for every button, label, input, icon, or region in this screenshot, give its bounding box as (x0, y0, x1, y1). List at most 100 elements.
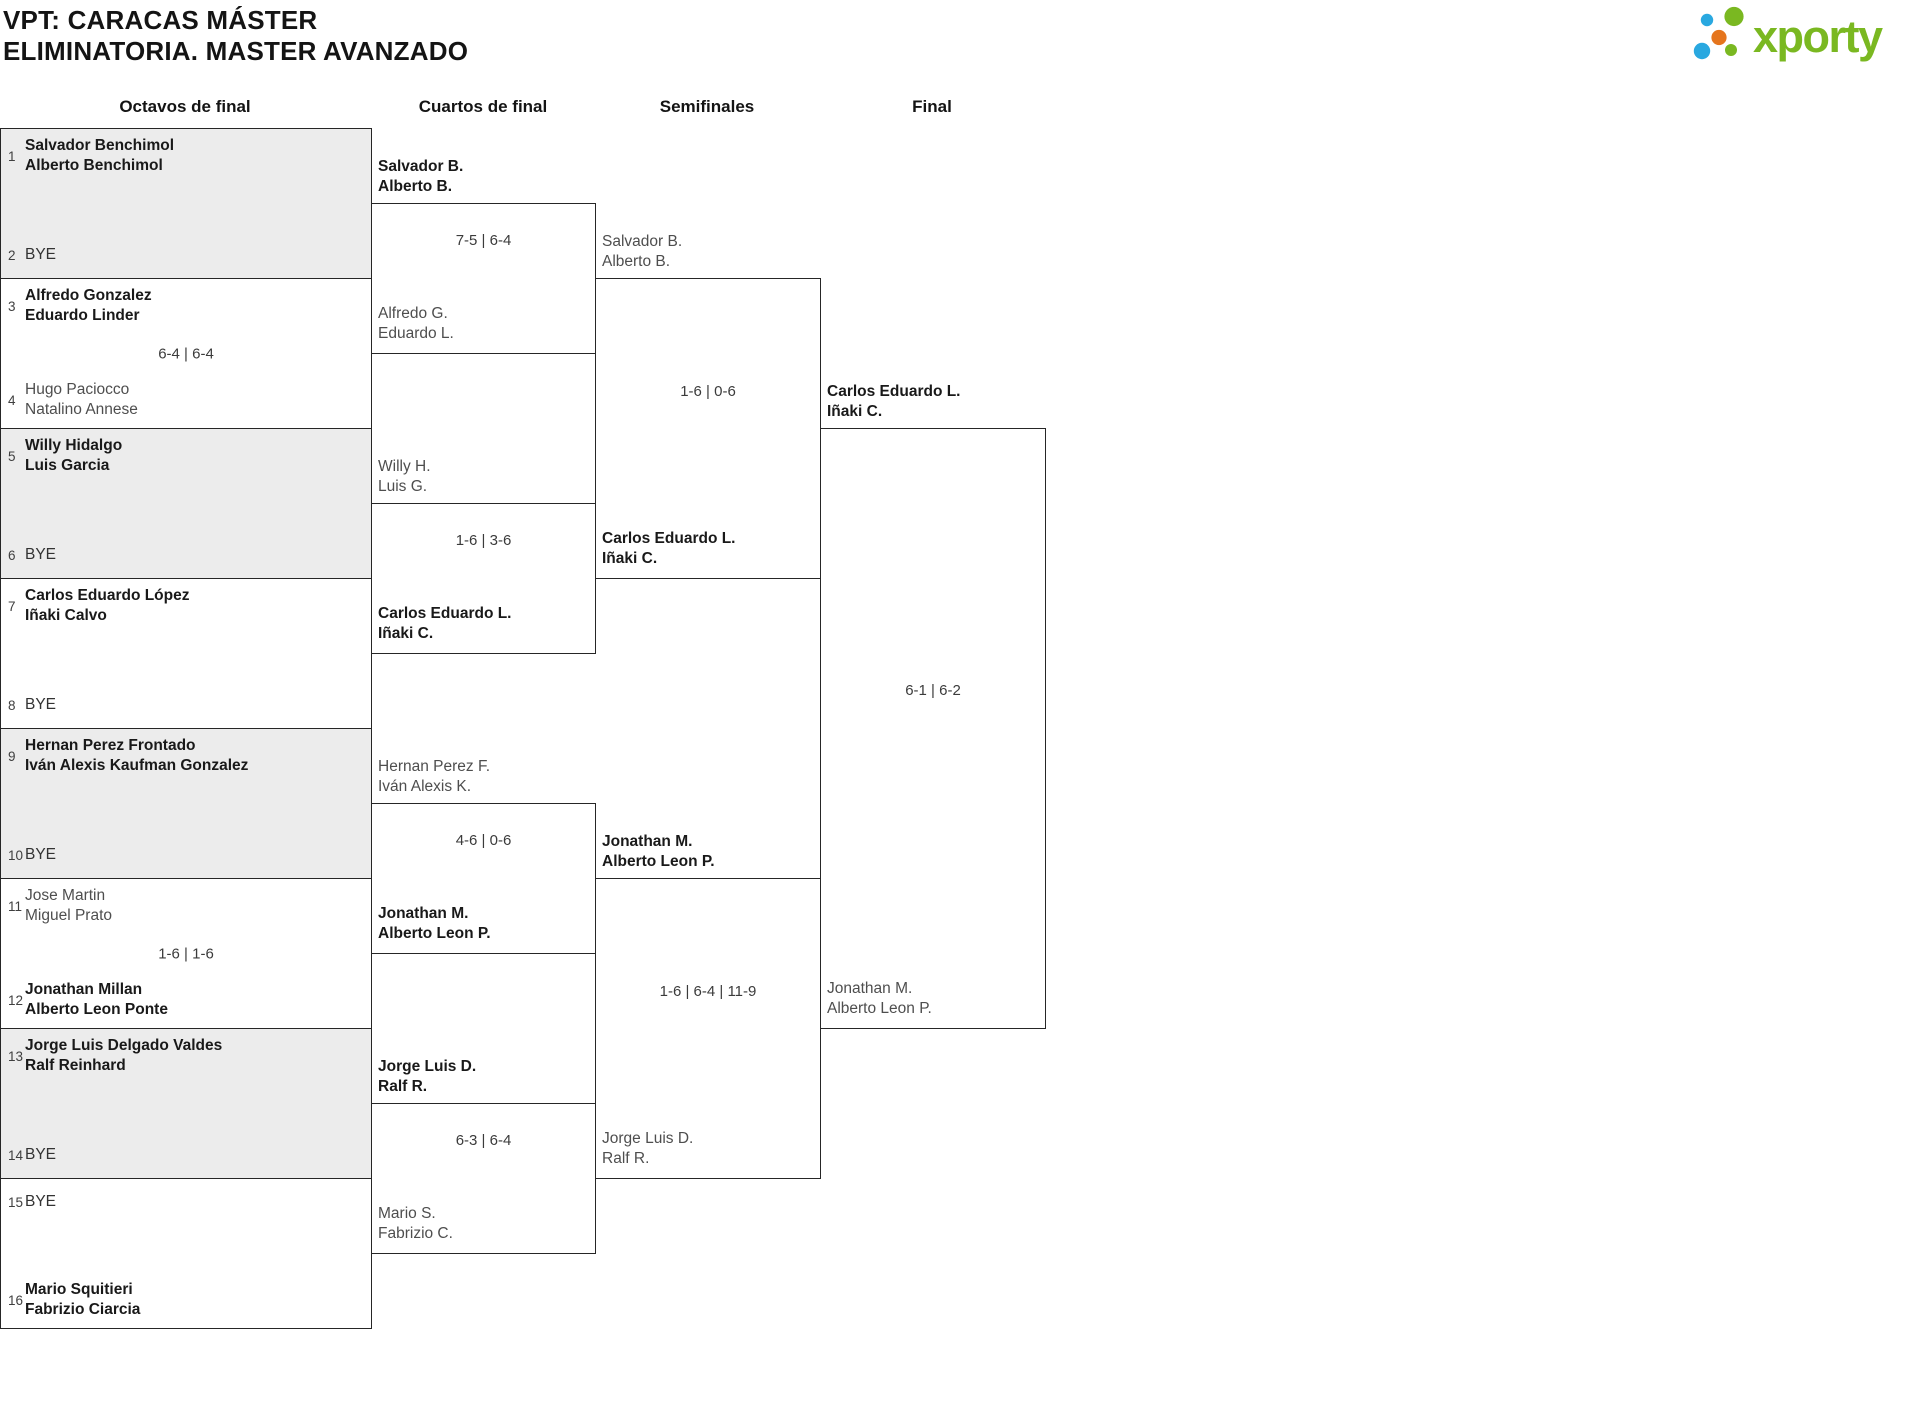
r16-match-2: 3 Alfredo Gonzalez Eduardo Linder 6-4 | … (0, 278, 372, 429)
team-name-line: Mario S. (378, 1205, 436, 1222)
team-entry[interactable]: 10 BYE (1, 846, 371, 864)
team-name-line: Salvador B. (602, 233, 683, 250)
team-entry[interactable]: Carlos Eduardo L. Iñaki C. (378, 604, 512, 644)
team-entry[interactable]: 1 Salvador Benchimol Alberto Benchimol (1, 136, 371, 176)
match-score: 6-4 | 6-4 (158, 345, 214, 362)
team-name-line: Iván Alexis Kaufman Gonzalez (25, 757, 249, 774)
seed-label: 9 (8, 748, 16, 764)
team-entry[interactable]: 13 Jorge Luis Delgado Valdes Ralf Reinha… (1, 1036, 371, 1076)
r16-match-8: 15 BYE 16 Mario Squitieri Fabrizio Ciarc… (0, 1178, 372, 1329)
team-name-line: Hugo Paciocco (25, 381, 130, 398)
team-name-line: Salvador B. (378, 158, 464, 175)
team-entry[interactable]: Jonathan M. Alberto Leon P. (602, 832, 715, 872)
team-entry[interactable]: 16 Mario Squitieri Fabrizio Ciarcia (1, 1280, 371, 1320)
team-name-line: Alberto B. (378, 178, 453, 195)
team-entry[interactable]: 14 BYE (1, 1146, 371, 1164)
team-entry[interactable]: Mario S. Fabrizio C. (378, 1204, 453, 1244)
team-name-line: Alberto B. (602, 253, 671, 270)
seed-label: 3 (8, 298, 16, 314)
team-entry[interactable]: 8 BYE (1, 696, 371, 714)
team-name-line: Ralf R. (602, 1150, 650, 1167)
xporty-logo[interactable]: xporty (1688, 6, 1883, 64)
seed-label: 7 (8, 598, 16, 614)
logo-dots-icon (1693, 6, 1744, 60)
team-name-line: Hernan Perez F. (378, 758, 490, 775)
sf-match-1: Salvador B. Alberto B. 1-6 | 0-6 Carlos … (595, 233, 821, 579)
tournament-name: VPT: CARACAS MÁSTER (3, 5, 318, 35)
team-entry[interactable]: Salvador B. Alberto B. (378, 157, 463, 197)
team-name-line: Alberto Leon P. (378, 925, 491, 942)
bye-label: BYE (25, 246, 57, 263)
team-entry[interactable]: Alfredo G. Eduardo L. (378, 304, 454, 344)
match-score: 1-6 | 1-6 (158, 945, 214, 962)
team-name-line: Carlos Eduardo L. (378, 605, 512, 622)
seed-label: 15 (8, 1194, 24, 1210)
team-entry[interactable]: Carlos Eduardo L. Iñaki C. (827, 382, 961, 422)
team-name-line: Alfredo Gonzalez (25, 287, 152, 304)
team-name-line: Ralf Reinhard (25, 1057, 126, 1074)
team-name-line: Fabrizio C. (378, 1225, 453, 1242)
team-entry[interactable]: Jorge Luis D. Ralf R. (378, 1057, 476, 1097)
match-score: 7-5 | 6-4 (455, 232, 512, 249)
round-header-final: Final (912, 97, 952, 116)
match-score: 1-6 | 0-6 (680, 383, 736, 400)
qf-match-3: Hernan Perez F. Iván Alexis K. 4-6 | 0-6… (371, 758, 596, 954)
team-name-line: Willy Hidalgo (25, 437, 123, 454)
team-name-line: Alberto Leon Ponte (25, 1001, 168, 1018)
bye-label: BYE (25, 546, 57, 563)
team-entry[interactable]: 4 Hugo Paciocco Natalino Annese (1, 380, 371, 420)
team-entry[interactable]: 15 BYE (1, 1193, 371, 1211)
team-entry[interactable]: Jonathan M. Alberto Leon P. (378, 904, 491, 944)
team-entry[interactable]: Salvador B. Alberto B. (602, 232, 682, 272)
team-entry[interactable]: Jonathan M. Alberto Leon P. (827, 979, 932, 1019)
seed-label: 12 (8, 992, 24, 1008)
team-name-line: Eduardo L. (378, 325, 454, 342)
team-entry[interactable]: 3 Alfredo Gonzalez Eduardo Linder (1, 286, 371, 326)
team-name-line: Jonathan M. (378, 905, 469, 922)
team-name-line: Iñaki C. (602, 550, 658, 567)
team-name-line: Eduardo Linder (25, 307, 140, 324)
match-score: 1-6 | 6-4 | 11-9 (659, 983, 757, 1000)
team-entry[interactable]: 12 Jonathan Millan Alberto Leon Ponte (1, 980, 371, 1020)
tournament-stage: ELIMINATORIA. MASTER AVANZADO (3, 36, 469, 66)
team-entry[interactable]: 6 BYE (1, 546, 371, 564)
round-header-cuartos: Cuartos de final (418, 97, 548, 116)
team-name-line: Jonathan Millan (25, 981, 143, 998)
team-name-line: Willy H. (378, 458, 431, 475)
seed-label: 5 (8, 448, 16, 464)
team-name-line: Iñaki C. (827, 403, 883, 420)
seed-label: 2 (8, 247, 16, 263)
page-title: VPT: CARACAS MÁSTER ELIMINATORIA. MASTER… (3, 5, 468, 67)
team-entry[interactable]: 7 Carlos Eduardo López Iñaki Calvo (1, 586, 371, 626)
seed-label: 11 (8, 898, 23, 914)
team-name-line: Carlos Eduardo L. (602, 530, 736, 547)
team-name-line: Jose Martin (25, 887, 106, 904)
qf-match-1: Salvador B. Alberto B. 7-5 | 6-4 Alfredo… (371, 158, 596, 354)
match-score: 6-1 | 6-2 (905, 682, 961, 699)
team-name-line: Luis G. (378, 478, 428, 495)
team-name-line: Carlos Eduardo López (25, 587, 190, 604)
team-name-line: Mario Squitieri (25, 1281, 133, 1298)
bye-label: BYE (25, 696, 57, 713)
team-name-line: Fabrizio Ciarcia (25, 1301, 141, 1318)
team-entry[interactable]: 9 Hernan Perez Frontado Iván Alexis Kauf… (1, 736, 371, 776)
team-entry[interactable]: Carlos Eduardo L. Iñaki C. (602, 529, 736, 569)
team-name-line: Iñaki Calvo (25, 607, 107, 624)
round-header-octavos: Octavos de final (119, 97, 251, 116)
logo-wordmark: xporty (1753, 11, 1883, 62)
team-name-line: Alberto Leon P. (827, 1000, 932, 1017)
team-entry[interactable]: 5 Willy Hidalgo Luis Garcia (1, 436, 371, 476)
team-name-line: Jonathan M. (827, 980, 913, 997)
r16-match-5: 9 Hernan Perez Frontado Iván Alexis Kauf… (0, 728, 372, 879)
team-entry[interactable]: 2 BYE (1, 246, 371, 264)
team-entry[interactable]: Hernan Perez F. Iván Alexis K. (378, 757, 490, 797)
team-entry[interactable]: Willy H. Luis G. (378, 457, 431, 497)
team-name-line: Alfredo G. (378, 305, 448, 322)
qf-match-4: Jorge Luis D. Ralf R. 6-3 | 6-4 Mario S.… (371, 1058, 596, 1254)
team-name-line: Alberto Benchimol (25, 157, 163, 174)
r16-match-1: 1 Salvador Benchimol Alberto Benchimol 2… (0, 128, 372, 279)
team-name-line: Jorge Luis D. (602, 1130, 694, 1147)
r16-match-3: 5 Willy Hidalgo Luis Garcia 6 BYE (0, 428, 372, 579)
team-entry[interactable]: 11 Jose Martin Miguel Prato (1, 886, 371, 926)
team-entry[interactable]: Jorge Luis D. Ralf R. (602, 1129, 693, 1169)
